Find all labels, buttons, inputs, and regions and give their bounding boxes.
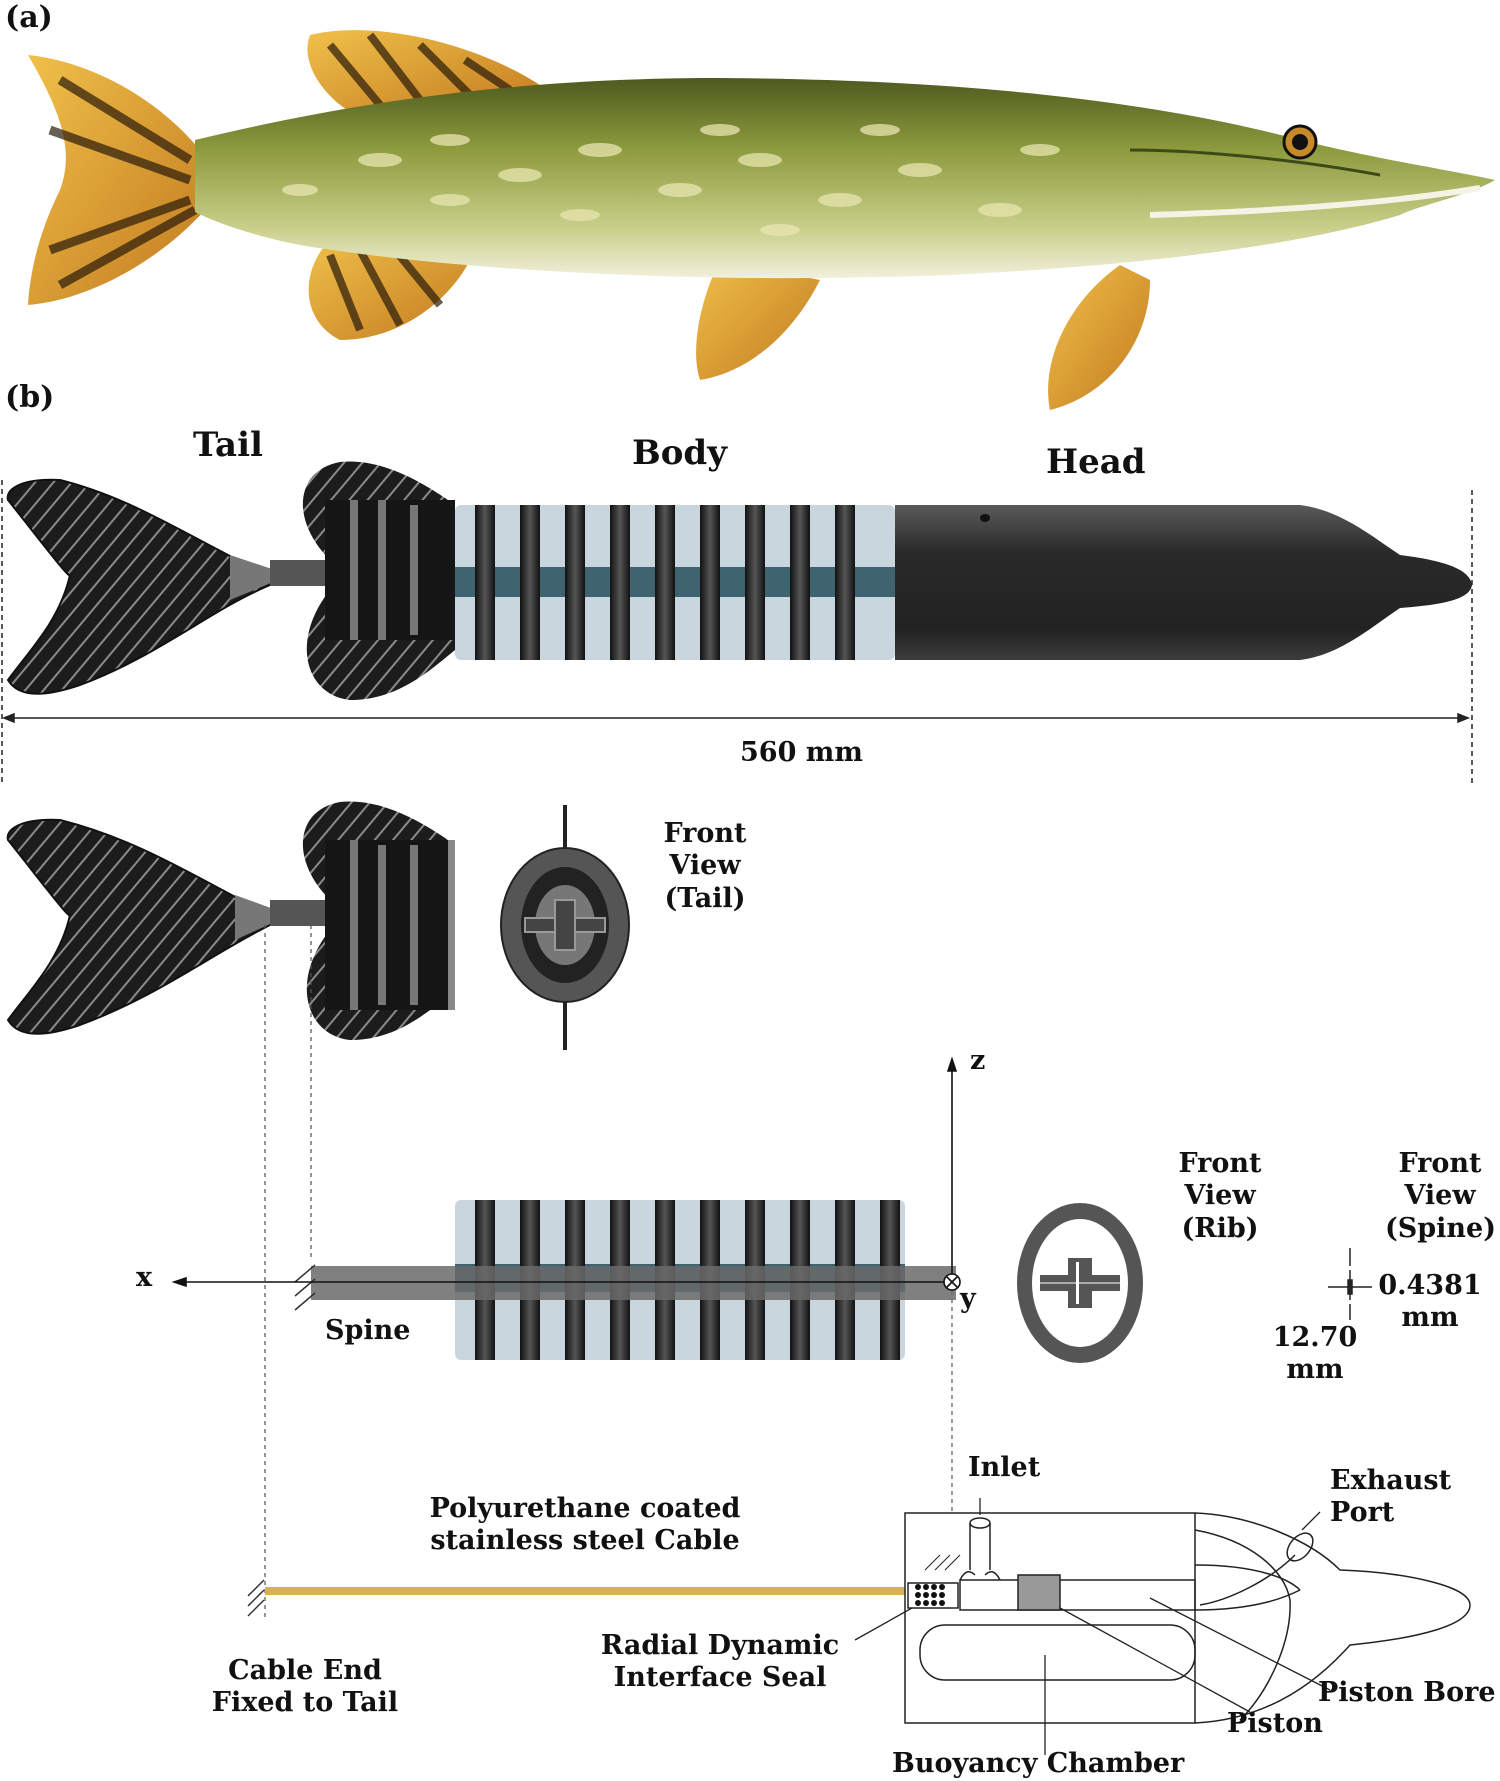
panel-label-a: (a) bbox=[5, 0, 53, 35]
piston-label: Piston bbox=[1227, 1708, 1323, 1739]
robot-rib-segments bbox=[455, 505, 895, 660]
section-label-head: Head bbox=[1046, 442, 1146, 482]
inlet-label: Inlet bbox=[968, 1452, 1041, 1483]
front-view-tail-drawing bbox=[500, 805, 630, 1050]
axis-label-z: z bbox=[970, 1045, 986, 1076]
robot-side-view bbox=[6, 461, 1472, 700]
length-dimension bbox=[1, 480, 1473, 785]
panel-label-b: (b) bbox=[5, 380, 55, 415]
axis-label-y: y bbox=[960, 1283, 976, 1314]
spine-label: Spine bbox=[325, 1315, 411, 1346]
fish-pectoral-fin bbox=[1048, 265, 1150, 410]
robot-caudal-fin bbox=[6, 478, 271, 695]
piston-bore-label: Piston Bore bbox=[1318, 1677, 1496, 1708]
buoyancy-chamber-label: Buoyancy Chamber bbox=[892, 1748, 1185, 1779]
length-label: 560 mm bbox=[740, 737, 863, 768]
fish-pelvic-fin bbox=[696, 260, 820, 380]
section-label-tail: Tail bbox=[193, 425, 263, 465]
tail-assembly-view bbox=[6, 801, 455, 1040]
steel-cable bbox=[265, 1587, 1020, 1595]
axis-label-x: x bbox=[136, 1262, 153, 1293]
fish-anal-fin bbox=[308, 240, 470, 340]
front-view-rib-drawing bbox=[1017, 1203, 1143, 1363]
fish-body bbox=[195, 78, 1495, 279]
robot-head bbox=[895, 505, 1472, 660]
spine-beam bbox=[311, 1266, 956, 1300]
cable-system bbox=[247, 1579, 1020, 1617]
leader-lines bbox=[854, 1498, 1331, 1755]
pike-fish-illustration bbox=[28, 30, 1495, 410]
front-view-spine-drawing bbox=[1328, 1248, 1372, 1320]
section-label-body: Body bbox=[632, 433, 727, 473]
axes bbox=[171, 1056, 961, 1291]
spine-rib-assembly bbox=[294, 1200, 956, 1360]
head-buoyancy-mechanism bbox=[904, 1512, 1471, 1724]
